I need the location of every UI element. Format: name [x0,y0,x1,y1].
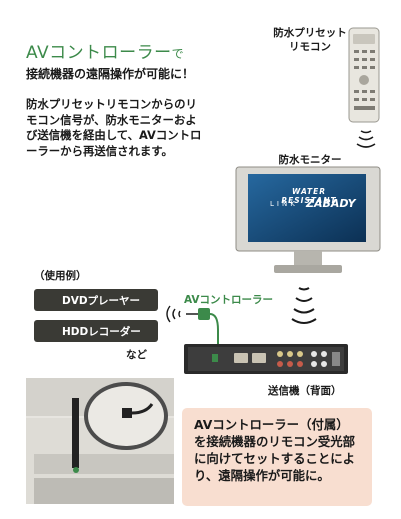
transmitter-label: 送信機（背面） [268,385,342,397]
headline-sub: 接続機器の遠隔操作が可能に！ [26,67,195,81]
monitor-label: 防水モニター [278,154,342,166]
remote-label-line2: リモコン [289,41,331,53]
inset-photo [26,378,174,504]
monitor-screen-text-2: LINK [270,200,298,208]
monitor-screen-logo: ZABADY [306,197,356,210]
dvd-player-button[interactable]: DVDプレーヤー [34,289,158,311]
remote-label: 防水プリセット リモコン [270,26,350,54]
remote-control-illustration [345,26,385,124]
monitor-illustration: WATER RESISTANT LINK ZABADY [234,165,384,280]
av-controller-illustration [160,300,236,360]
description: 防水プリセットリモコンからのリモコン信号が、防水モニターおよび送信機を経由して、… [26,97,202,158]
monitor-screen-text-1: WATER RESISTANT [281,187,337,205]
hdd-recorder-button[interactable]: HDDレコーダー [34,320,158,342]
headline-suffix: で [171,47,184,61]
headline-main: AVコントローラー [26,43,172,63]
transmitter-illustration [182,340,352,380]
note-box: AVコントローラー（付属）を接続機器のリモコン受光部に向けてセットすることにより… [182,408,372,506]
headline: AVコントローラーで 接続機器の遠隔操作が可能に！ [26,38,246,82]
etc-label: など [126,349,147,361]
usage-example-label: （使用例） [34,270,87,282]
monitor-signal-waves [290,282,318,326]
remote-label-line1: 防水プリセット [273,27,347,39]
remote-signal-waves [355,125,377,151]
av-controller-label: AVコントローラー [184,294,274,306]
